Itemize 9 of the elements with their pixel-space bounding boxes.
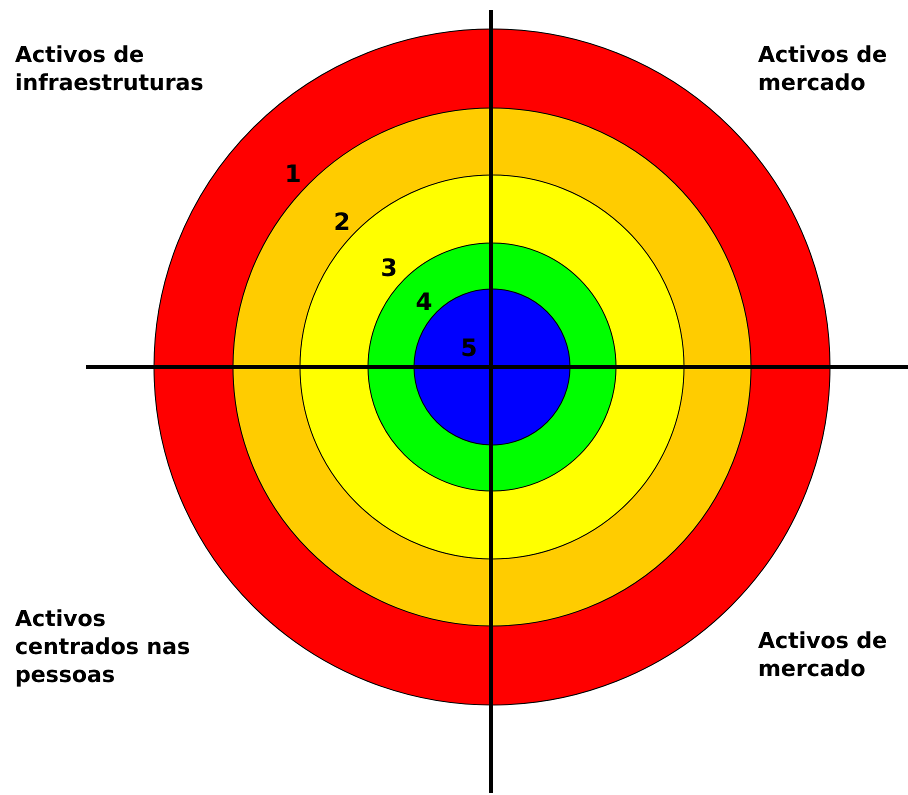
quadrant-label: Activos de infraestruturas bbox=[15, 42, 204, 98]
quadrant-label: Activos de mercado bbox=[758, 42, 888, 98]
ring-number: 4 bbox=[416, 292, 432, 312]
quadrant-label: Activos centrados nas pessoas bbox=[15, 606, 192, 690]
ring-number: 2 bbox=[334, 212, 350, 232]
quadrant-label: Activos de mercado bbox=[758, 628, 888, 684]
ring-number: 1 bbox=[284, 164, 302, 184]
ring-number: 3 bbox=[380, 258, 398, 278]
ring-number: 5 bbox=[460, 338, 478, 358]
